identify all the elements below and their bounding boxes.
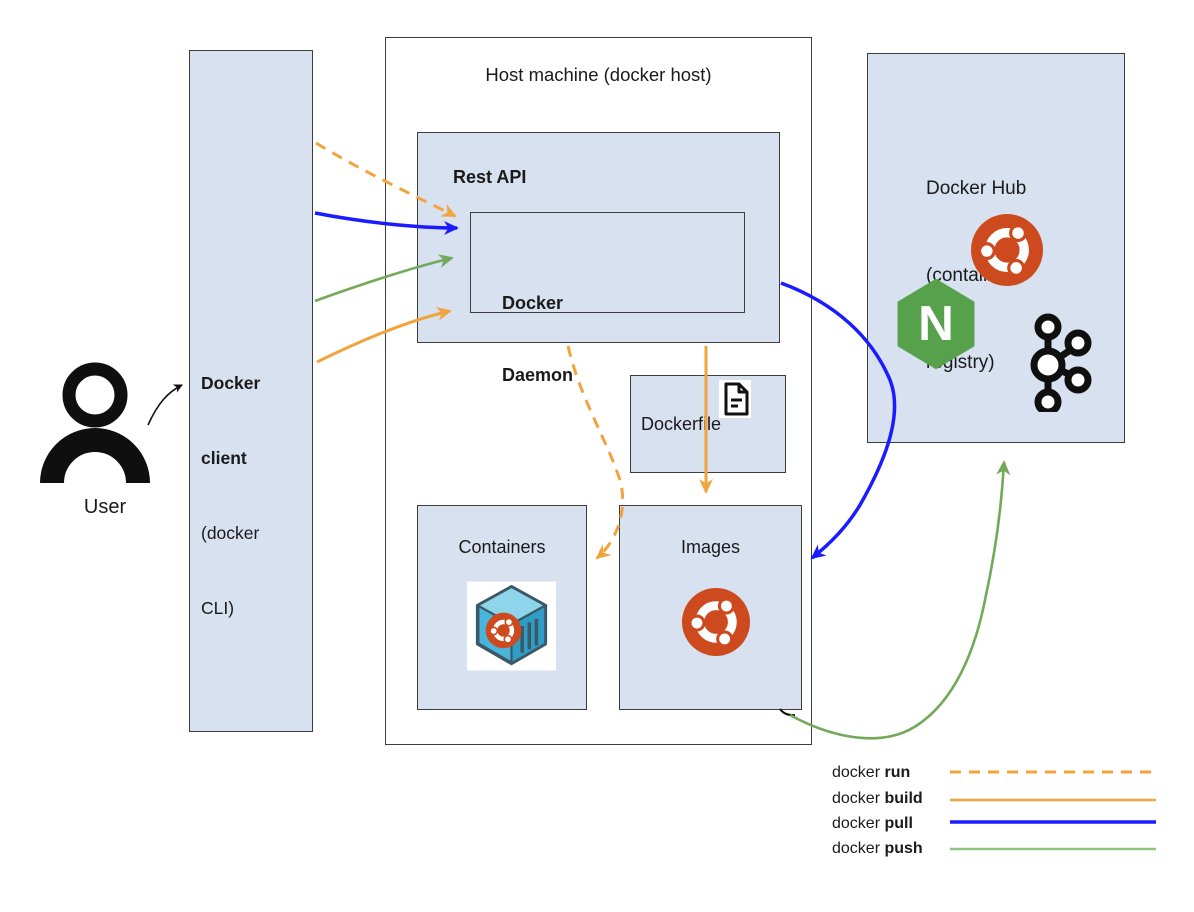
- host-machine-title: Host machine (docker host): [485, 64, 712, 85]
- docker-client-label-line2: client: [201, 448, 247, 468]
- kafka-icon: [1030, 313, 1092, 412]
- docker-client-label-line1: Docker: [201, 373, 261, 393]
- dockerfile-label: Dockerfile: [641, 414, 722, 434]
- docker-daemon-label-line1: Docker: [502, 293, 564, 313]
- dockerfile-icon: [719, 380, 751, 418]
- nginx-letter: N: [918, 295, 954, 351]
- docker-client-label-line4: CLI): [201, 598, 235, 618]
- docker-hub-title-line1: Docker Hub: [926, 178, 1027, 199]
- legend-item-push: docker push: [832, 840, 923, 858]
- images-label: Images: [680, 537, 741, 557]
- legend-build-keyword: build: [884, 790, 923, 807]
- legend-build-prefix: docker: [832, 790, 885, 807]
- docker-daemon-label-line2: Daemon: [502, 365, 574, 385]
- user-icon: [40, 362, 150, 484]
- legend-pull-prefix: docker: [832, 815, 885, 832]
- docker-client-box: [189, 50, 313, 732]
- legend-run-keyword: run: [884, 764, 911, 781]
- docker-daemon-label: Docker Daemon: [502, 243, 573, 435]
- user-label: User: [83, 496, 127, 518]
- ubuntu-mini-icon: [485, 612, 522, 649]
- rest-api-label: Rest API: [453, 167, 527, 187]
- ubuntu-icon-images: [682, 588, 750, 656]
- legend-run-prefix: docker: [832, 764, 885, 781]
- dockerfile-box: [630, 375, 786, 473]
- container-cube-icon: [467, 581, 556, 671]
- legend-push-keyword: push: [884, 840, 923, 857]
- legend-item-pull: docker pull: [832, 815, 913, 833]
- containers-label: Containers: [458, 537, 546, 557]
- docker-client-label-line3: (docker: [201, 523, 260, 543]
- nginx-icon: N: [897, 278, 975, 370]
- legend-item-run: docker run: [832, 764, 910, 782]
- legend-push-prefix: docker: [832, 840, 885, 857]
- legend-item-build: docker build: [832, 790, 923, 808]
- docker-push-arrow-images-hub: [789, 460, 1011, 740]
- docker-client-label: Docker client (docker CLI): [201, 321, 260, 671]
- user-to-client-arrow: [147, 384, 183, 426]
- legend-pull-keyword: pull: [884, 815, 913, 832]
- docker-daemon-box: [470, 212, 745, 313]
- ubuntu-icon-hub: [971, 214, 1043, 286]
